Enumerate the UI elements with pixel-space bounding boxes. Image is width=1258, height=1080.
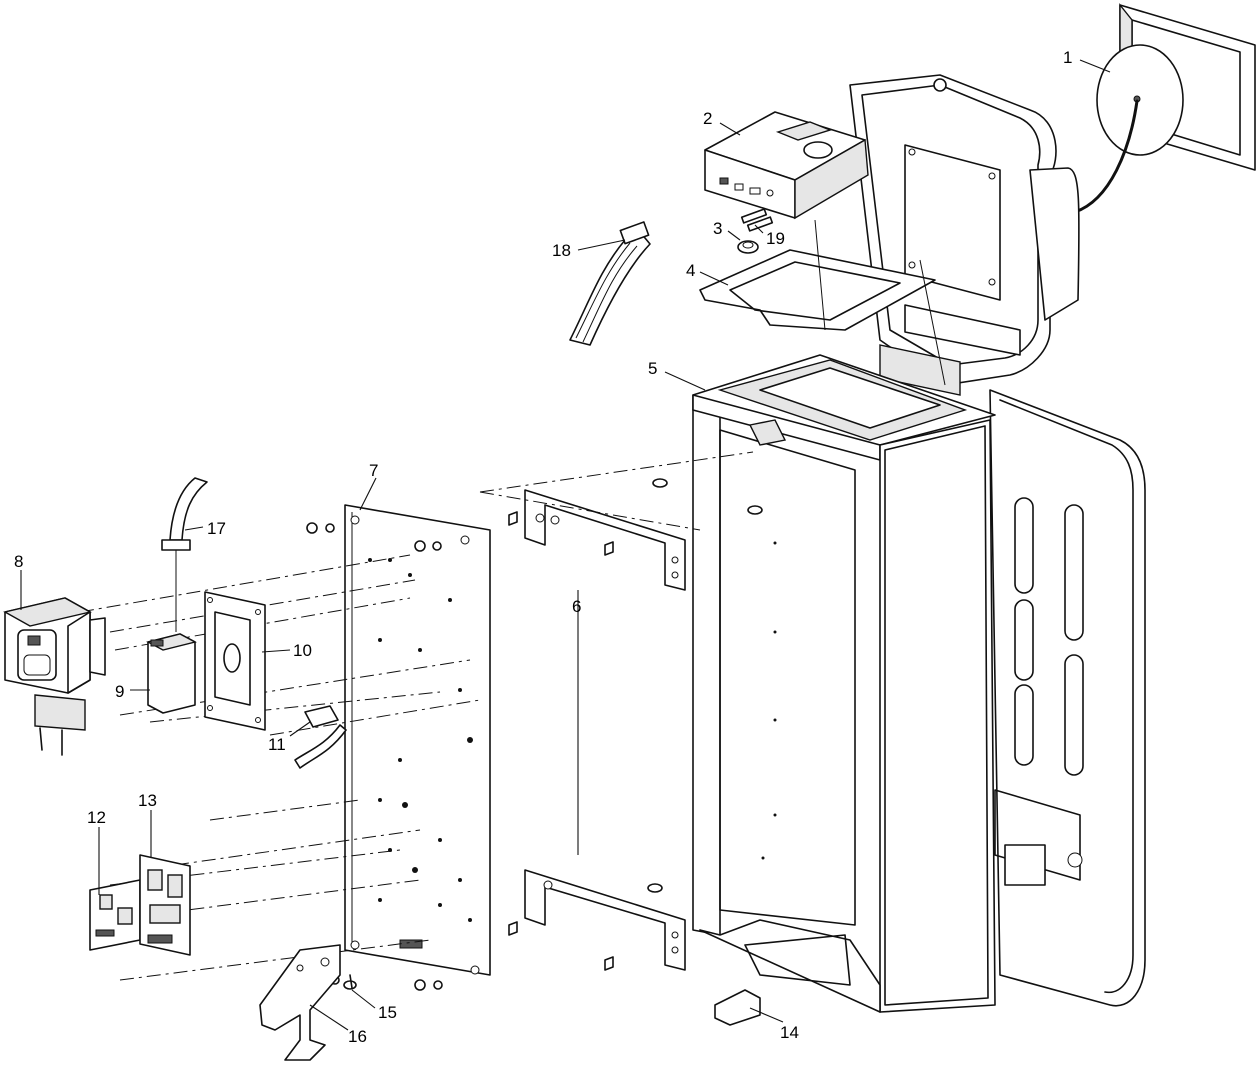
part-8-outlet-box (3, 597, 106, 756)
callout-18: 18 (552, 241, 571, 260)
part-15-stud (343, 974, 357, 990)
callout-3: 3 (713, 219, 722, 238)
part-6-brackets (479, 451, 763, 971)
callout-2: 2 (703, 109, 712, 128)
callout-9: 9 (115, 682, 124, 701)
back-plate-holes (368, 558, 473, 922)
callout-1: 1 (1063, 48, 1072, 67)
part-2-controller-box (704, 111, 869, 220)
part-9-transformer (146, 633, 197, 714)
callout-19: 19 (766, 229, 785, 248)
callout-17: 17 (207, 519, 226, 538)
part-4-gasket (699, 219, 946, 386)
leader-lines (20, 59, 1111, 1031)
part-13-circuit-board (139, 854, 191, 956)
callout-6: 6 (572, 597, 581, 616)
part-16-bracket (259, 944, 341, 1061)
callouts: 1 2 3 4 5 6 7 8 9 10 11 12 13 14 15 16 1… (14, 48, 1072, 1046)
callout-12: 12 (87, 808, 106, 827)
part-10-mount-plate (204, 591, 266, 731)
callout-10: 10 (293, 641, 312, 660)
part-19-fuses (740, 208, 774, 232)
part-11-connector (294, 705, 347, 769)
callout-8: 8 (14, 552, 23, 571)
callout-4: 4 (686, 261, 695, 280)
part-7-back-plate (344, 504, 491, 976)
callout-14: 14 (780, 1023, 799, 1042)
part-14-clip (714, 989, 761, 1026)
part-3-grommet (737, 240, 759, 254)
callout-5: 5 (648, 359, 657, 378)
callout-7: 7 (369, 461, 378, 480)
part-17-cable (161, 477, 208, 632)
callout-13: 13 (138, 791, 157, 810)
part-12-circuit-board (89, 879, 141, 951)
callout-15: 15 (378, 1003, 397, 1022)
washers (306, 522, 443, 991)
part-1-wall-panel (1073, 3, 1256, 214)
upper-lid-housing (849, 74, 1080, 396)
part-18-ribbon-cable (569, 221, 651, 346)
callout-16: 16 (348, 1027, 367, 1046)
part-5-cabinet (692, 354, 1146, 1013)
callout-11: 11 (268, 735, 286, 754)
